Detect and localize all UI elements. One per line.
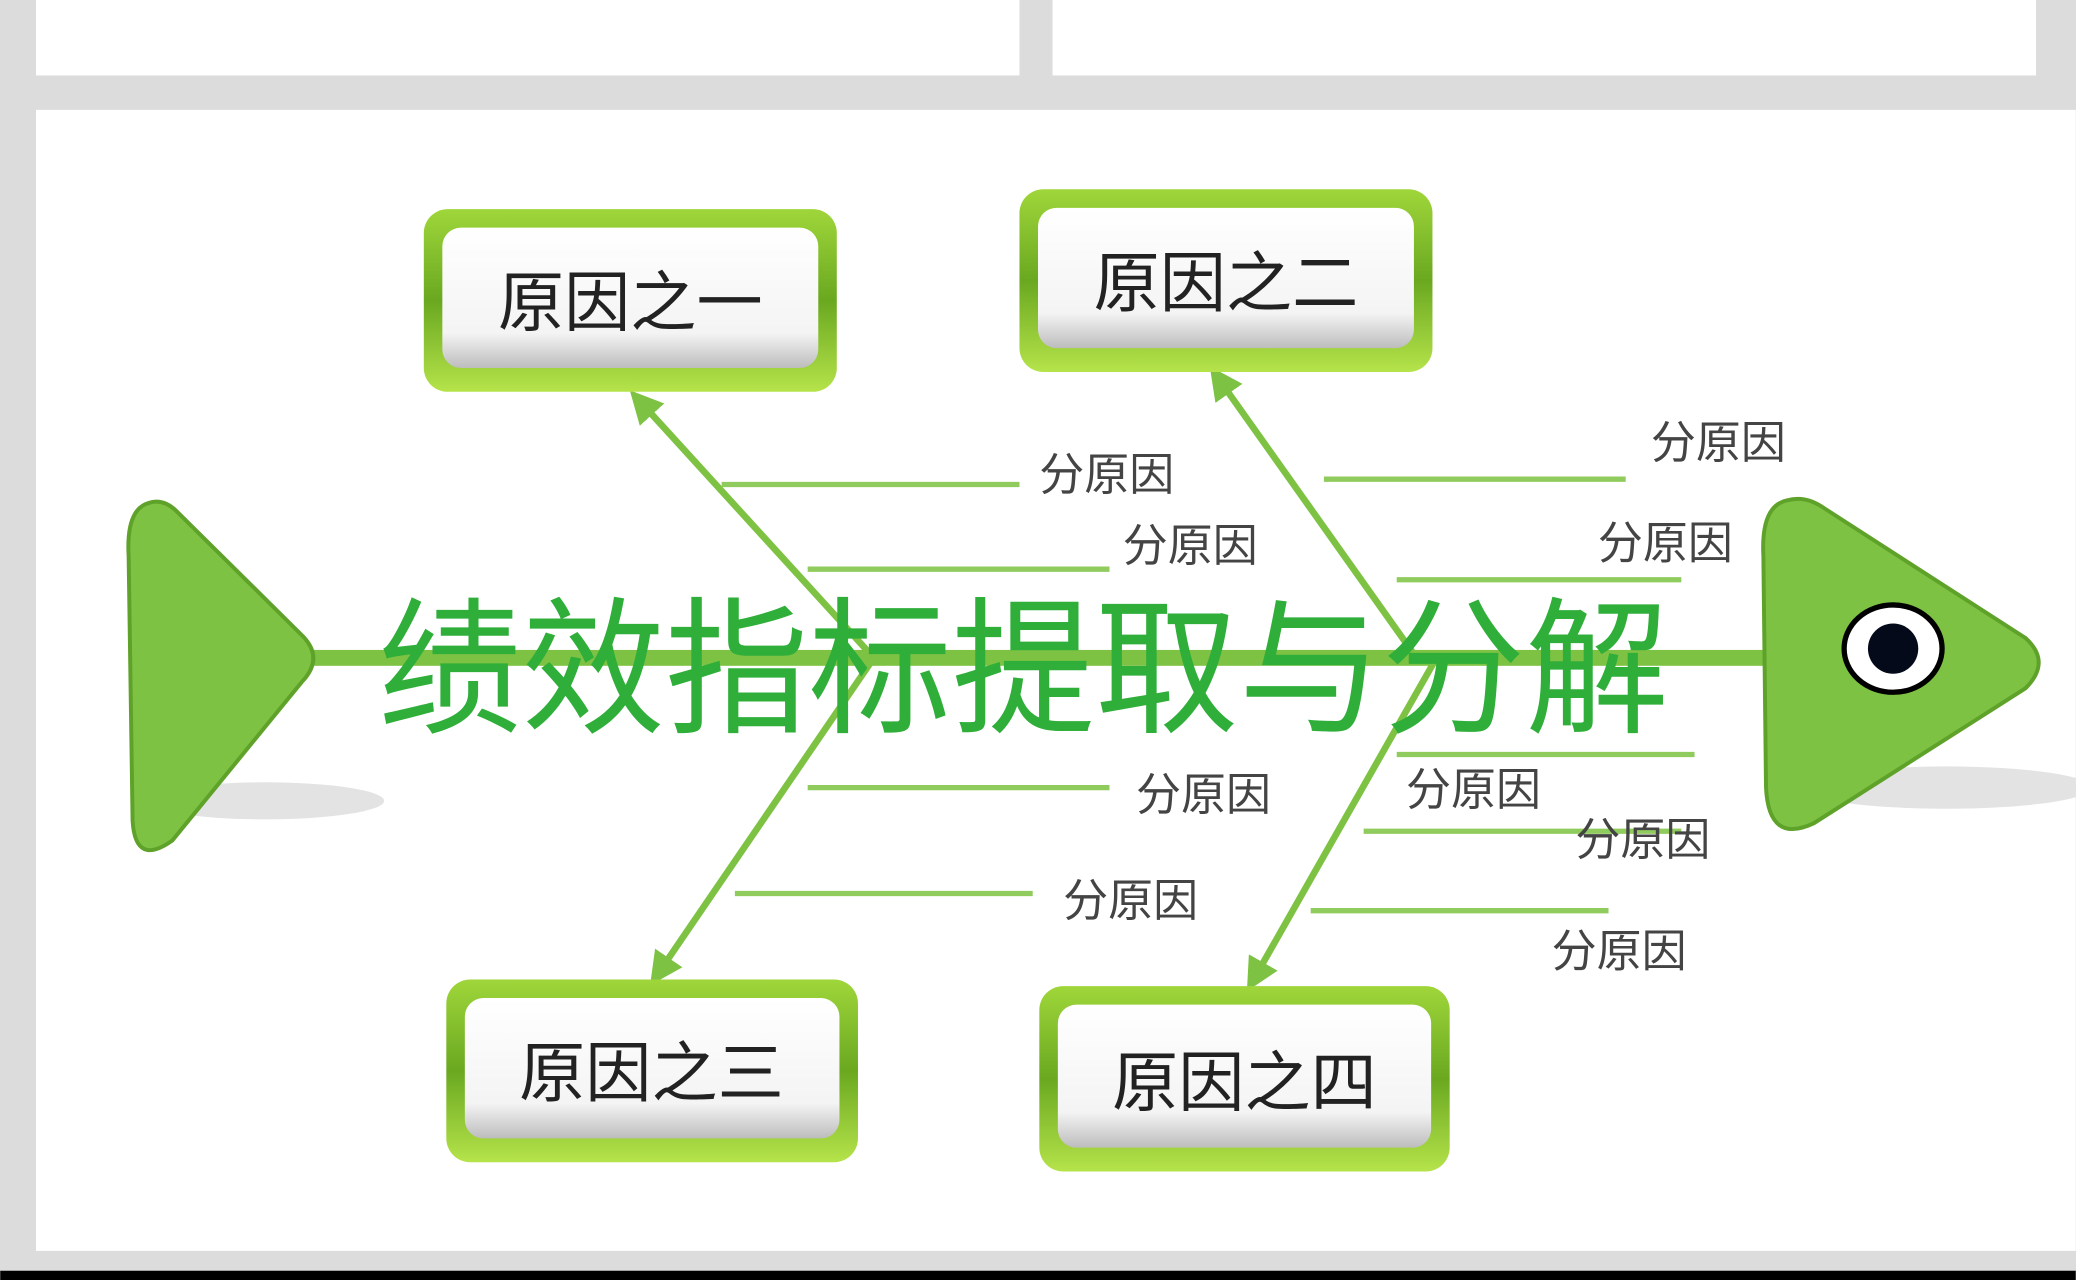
fish-spine xyxy=(304,649,1774,666)
sub-cause-label: 分原因 xyxy=(1136,768,1271,821)
cause-box-1: 原因之一 xyxy=(423,209,837,392)
cause-label-4: 原因之四 xyxy=(1112,1044,1377,1121)
fish-tail xyxy=(126,499,316,853)
sub-cause-label: 分原因 xyxy=(1575,813,1710,866)
sub-cause-label: 分原因 xyxy=(1063,874,1198,927)
sub-cause-label: 分原因 xyxy=(1406,763,1541,816)
cause-label-2: 原因之二 xyxy=(1094,245,1359,322)
cause-box-4: 原因之四 xyxy=(1039,986,1450,1172)
sub-cause-label: 分原因 xyxy=(1552,924,1687,977)
bone-cause-1 xyxy=(629,390,877,661)
top-panel-left xyxy=(35,0,1020,76)
top-panel-right xyxy=(1052,0,2037,76)
cause-label-3: 原因之三 xyxy=(519,1035,784,1112)
cause-label-1: 原因之一 xyxy=(498,265,763,342)
diagram-title: 绩效指标提取与分解 xyxy=(378,583,1669,756)
bone-cause-4 xyxy=(1246,656,1440,992)
bone-cause-2 xyxy=(1209,366,1420,660)
sub-cause-label: 分原因 xyxy=(1123,519,1258,572)
bottom-bar xyxy=(0,1270,2076,1280)
fish-pupil xyxy=(1867,623,1919,674)
sub-cause-label: 分原因 xyxy=(1598,517,1733,570)
cause-box-2: 原因之二 xyxy=(1019,189,1433,372)
sub-cause-label: 分原因 xyxy=(1651,416,1786,469)
bone-cause-3 xyxy=(650,656,877,986)
sub-cause-label: 分原因 xyxy=(1039,448,1174,501)
cause-box-3: 原因之三 xyxy=(446,979,858,1163)
